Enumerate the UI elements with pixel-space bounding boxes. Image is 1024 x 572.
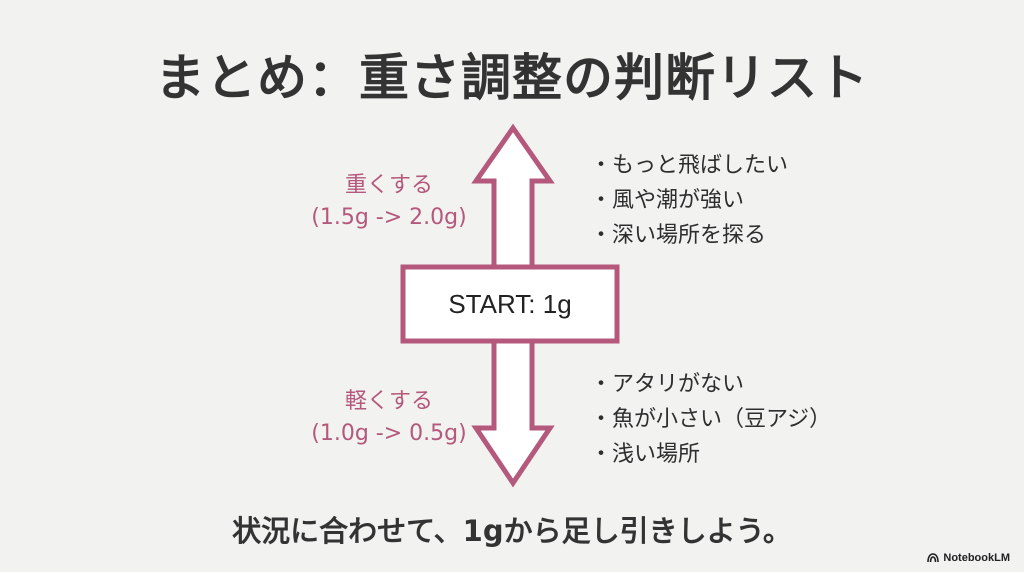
- down-arrow: [471, 338, 555, 488]
- lighter-text: 軽くする: [344, 389, 433, 414]
- start-box: START: 1g: [403, 267, 617, 341]
- brand-watermark: NotebookLM: [927, 552, 1010, 564]
- heavier-range: (1.5g -> 2.0g): [311, 205, 467, 230]
- page-title: まとめ：重さ調整の判断リスト: [155, 49, 869, 107]
- list-item: 浅い場所: [590, 437, 831, 472]
- heavier-text: 重くする: [344, 173, 433, 198]
- start-box-frame: [400, 264, 620, 344]
- brand-name: NotebookLM: [943, 552, 1010, 564]
- lighter-label: 軽くする (1.0g -> 0.5g): [300, 386, 478, 450]
- list-item: 風や潮が強い: [590, 183, 788, 218]
- heavier-label: 重くする (1.5g -> 2.0g): [300, 170, 478, 234]
- summary-footer: 状況に合わせて、1gから足し引きしよう。: [232, 514, 792, 548]
- list-item: アタリがない: [590, 367, 831, 402]
- heavier-reasons-list: もっと飛ばしたい 風や潮が強い 深い場所を探る: [590, 148, 788, 253]
- lighter-reasons-list: アタリがない 魚が小さい（豆アジ） 浅い場所: [590, 367, 831, 472]
- notebooklm-logo-icon: [927, 553, 940, 563]
- lighter-range: (1.0g -> 0.5g): [311, 421, 467, 446]
- list-item: 魚が小さい（豆アジ）: [590, 402, 831, 437]
- start-label: START: 1g: [448, 288, 572, 319]
- list-item: もっと飛ばしたい: [590, 148, 788, 183]
- list-item: 深い場所を探る: [590, 218, 788, 253]
- up-arrow: [471, 123, 555, 270]
